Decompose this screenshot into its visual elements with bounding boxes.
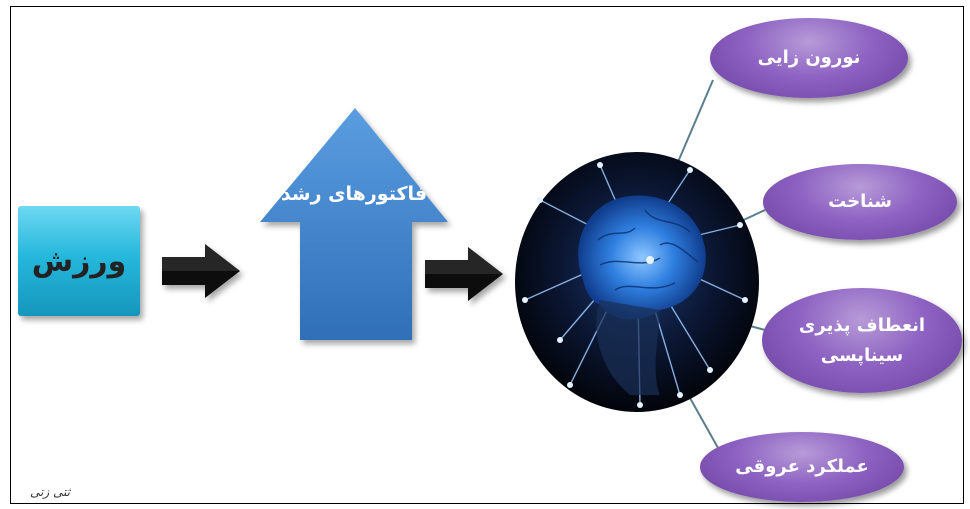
growth-factors-label: فاکتورهای رشد xyxy=(280,183,428,205)
caption-text: ثتی زتی xyxy=(30,485,70,499)
diagram-frame xyxy=(10,6,964,504)
outcome-neurogenesis: نورون زایی xyxy=(710,18,908,98)
exercise-box: ورزش xyxy=(18,206,140,316)
outcome-cognition: شناخت xyxy=(763,164,957,240)
outcome-label: نورون زایی xyxy=(757,47,861,68)
outcome-vascular-function: عملکرد عروقی xyxy=(700,432,904,502)
outcome-label: انعطاف پذیری سیناپسی xyxy=(798,314,926,366)
outcome-label: عملکرد عروقی xyxy=(735,456,869,477)
right-arrow-icon xyxy=(162,244,240,298)
right-arrow-icon xyxy=(425,247,503,301)
outcome-synaptic-plasticity: انعطاف پذیری سیناپسی xyxy=(762,288,962,393)
up-arrow-icon xyxy=(260,108,448,340)
exercise-label: ورزش xyxy=(31,243,127,279)
brain-network-icon xyxy=(515,152,759,412)
outcome-label: شناخت xyxy=(828,191,892,212)
connector-line xyxy=(677,79,714,163)
connector-line xyxy=(689,397,723,456)
